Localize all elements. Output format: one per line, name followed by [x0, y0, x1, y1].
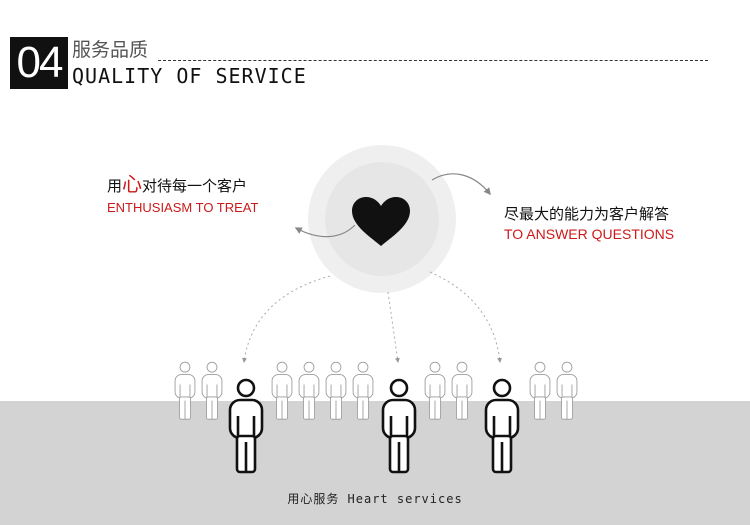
curved-arrow-left: [294, 224, 356, 238]
curved-arrow-right: [431, 173, 491, 196]
right-tagline-en: TO ANSWER QUESTIONS: [504, 226, 675, 242]
dotted-arrow-center: [387, 291, 400, 363]
person-icon-center: [381, 378, 417, 474]
person-icon-right: [484, 378, 520, 474]
left-tagline-suffix: 对待每一个客户: [142, 177, 248, 195]
left-tagline-en: ENTHUSIASM TO TREAT: [107, 200, 259, 215]
heart-icon: [352, 197, 410, 246]
section-title-en: QUALITY OF SERVICE: [72, 64, 307, 88]
left-tagline-prefix: 用: [107, 177, 123, 195]
left-tagline-cn: 用心对待每一个客户: [107, 173, 247, 197]
section-title-cn: 服务品质: [72, 39, 149, 61]
right-tagline-cn: 尽最大的能力为客户解答: [504, 205, 670, 223]
footer-caption: 用心服务 Heart services: [287, 492, 463, 506]
person-icon-left: [228, 378, 264, 474]
title-divider: [158, 60, 708, 61]
dotted-arrow-left: [242, 275, 331, 363]
left-tagline-accent: 心: [122, 172, 143, 196]
section-number: 04: [10, 37, 68, 89]
dotted-arrow-right: [429, 271, 503, 363]
ground-band: [0, 401, 750, 525]
